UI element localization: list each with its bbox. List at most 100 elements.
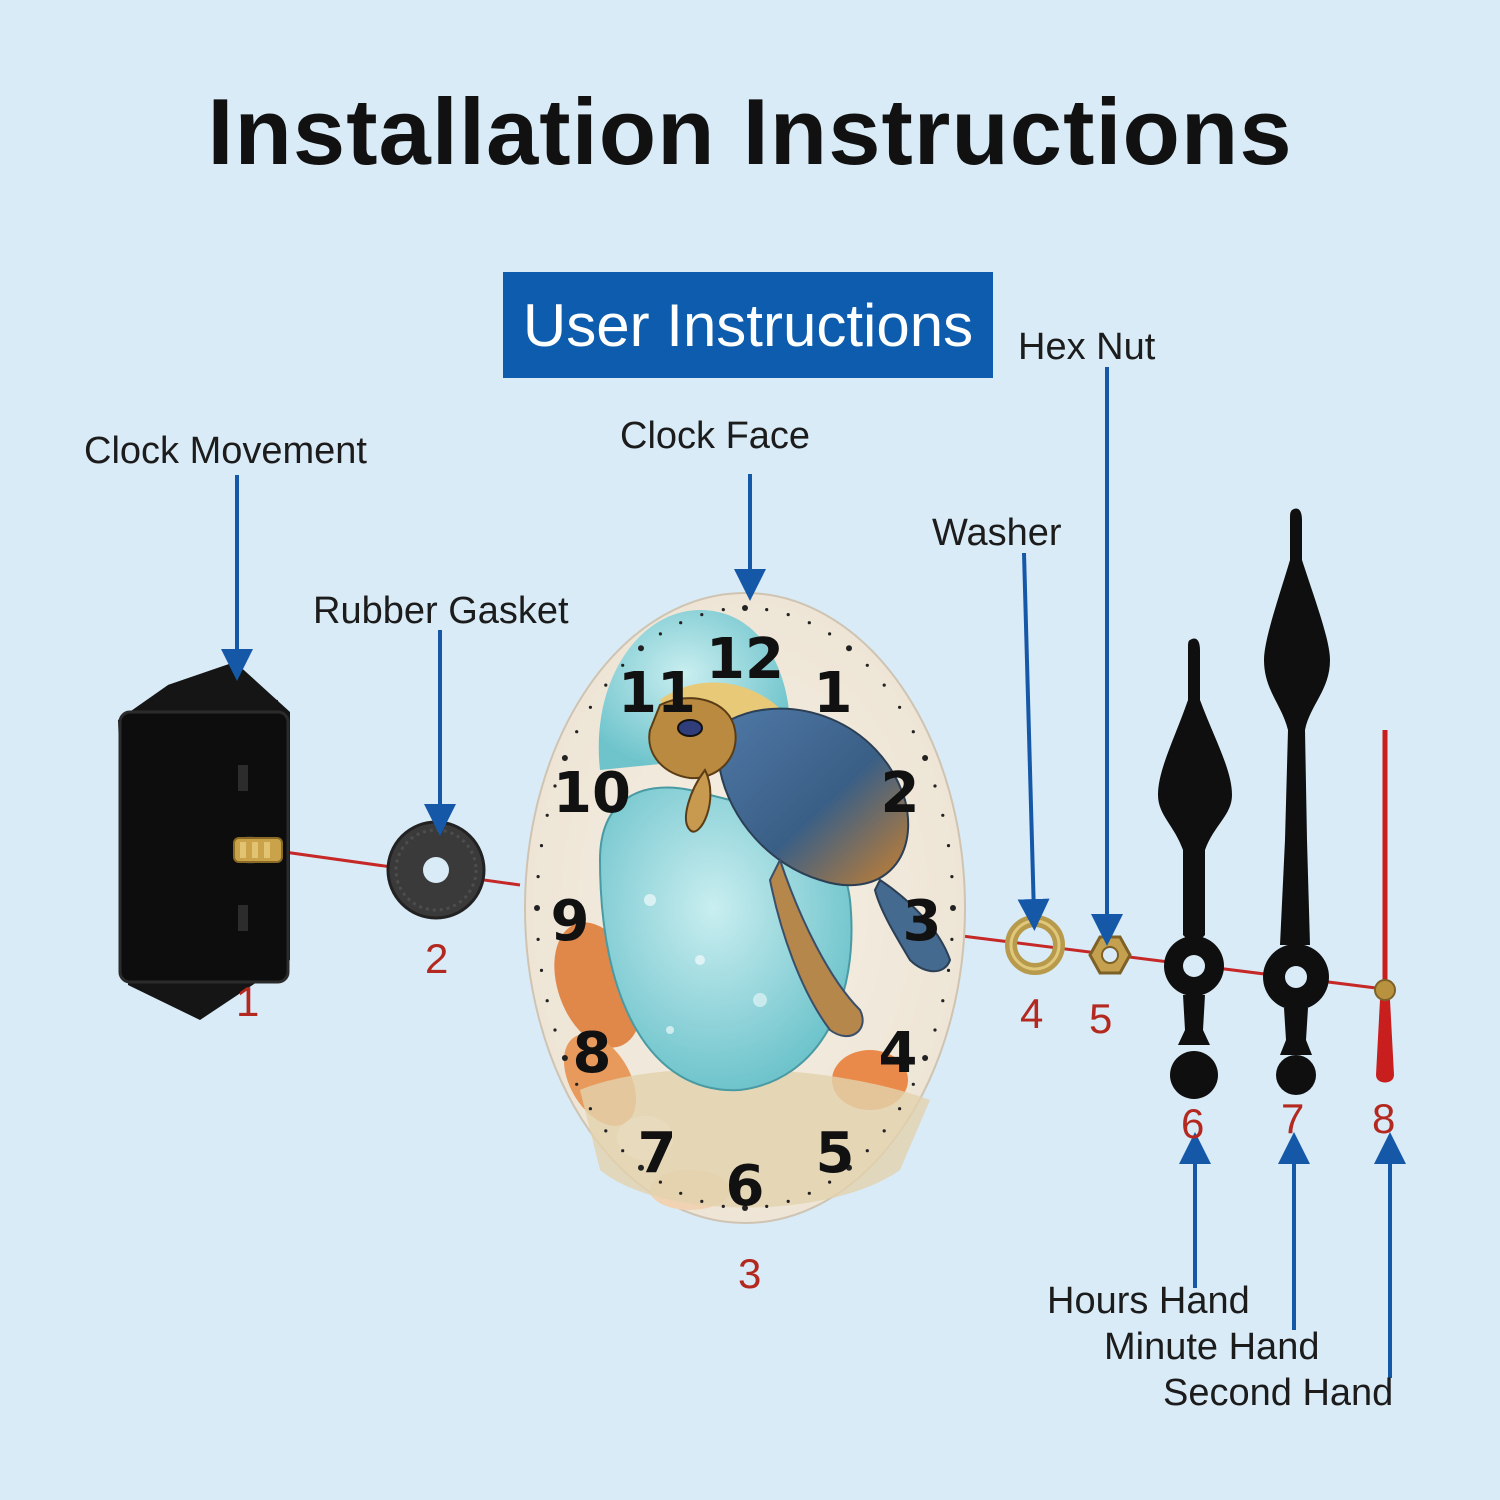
dial-tick <box>807 621 811 625</box>
dial-tick <box>539 844 544 848</box>
dial-numeral-7: 7 <box>638 1121 677 1186</box>
dial-numeral-10: 10 <box>553 761 631 826</box>
dial-tick <box>828 1180 832 1184</box>
dial-tick <box>950 905 956 911</box>
dial-tick <box>588 705 593 709</box>
dial-tick <box>638 645 644 652</box>
dial-tick <box>742 605 748 611</box>
part-number-3: 3 <box>738 1250 762 1297</box>
clock-face-label: Clock Face <box>620 415 811 457</box>
dial-tick <box>721 1204 725 1208</box>
hours-hand-label: Hours Hand <box>1047 1280 1250 1322</box>
dial-tick <box>865 1149 869 1153</box>
dial-tick <box>828 632 832 636</box>
dial-tick <box>545 813 549 817</box>
user-instructions-banner: User Instructions <box>503 272 993 378</box>
dial-tick <box>865 663 869 667</box>
part-number-4: 4 <box>1020 990 1044 1037</box>
dial-tick <box>765 608 769 612</box>
dial-tick <box>700 1199 704 1203</box>
part-number-2: 2 <box>425 935 449 982</box>
dial-tick <box>933 1028 937 1032</box>
clock-movement-part <box>118 662 290 1020</box>
minute-hand-label: Minute Hand <box>1104 1326 1320 1368</box>
dial-tick <box>941 813 945 817</box>
dial-tick <box>561 1055 568 1061</box>
rubber-gasket-label: Rubber Gasket <box>313 590 569 632</box>
part-number-7: 7 <box>1281 1095 1305 1142</box>
dial-tick <box>807 1191 811 1195</box>
dial-numeral-5: 5 <box>816 1121 855 1186</box>
dial-tick <box>621 1149 625 1153</box>
dial-tick <box>658 632 663 636</box>
dial-tick <box>786 1199 790 1203</box>
dial-tick <box>575 730 579 734</box>
dial-ticks <box>534 605 956 1211</box>
label-arrows <box>221 367 1406 1378</box>
dial-numeral-1: 1 <box>814 661 853 726</box>
dial-tick <box>933 784 937 788</box>
dial-tick <box>846 1164 852 1171</box>
clock-movement-label: Clock Movement <box>84 430 367 472</box>
washer-label: Washer <box>932 512 1062 554</box>
dial-numeral-12: 12 <box>706 627 784 692</box>
dial-tick <box>946 844 951 848</box>
dial-tick <box>679 1191 683 1195</box>
dial-tick <box>561 755 568 761</box>
dial-tick <box>604 1129 608 1133</box>
dial-tick <box>536 875 540 879</box>
dial-numeral-3: 3 <box>903 889 942 954</box>
hours-hand-part <box>1158 638 1232 1099</box>
dial-tick <box>941 999 945 1003</box>
dial-tick <box>911 730 915 734</box>
dial-numeral-9: 9 <box>551 889 590 954</box>
dial-tick <box>658 1180 663 1184</box>
dial-tick <box>553 784 557 788</box>
dial-tick <box>545 999 549 1003</box>
minute-hand-part <box>1263 508 1330 1095</box>
part-number-5: 5 <box>1089 995 1113 1042</box>
part-number-6: 6 <box>1181 1100 1205 1147</box>
dial-tick <box>679 621 683 625</box>
dial-tick <box>922 1055 929 1061</box>
dial-tick <box>534 905 540 911</box>
dial-tick <box>882 1129 886 1133</box>
dial-numeral-8: 8 <box>573 1021 612 1086</box>
rubber-gasket-part <box>386 820 486 920</box>
dial-tick <box>700 613 704 617</box>
dial-tick <box>721 608 725 612</box>
dial-tick <box>536 937 540 942</box>
dial-tick <box>898 1107 902 1111</box>
dial-tick <box>950 937 954 942</box>
dial-tick <box>786 613 790 617</box>
dial-tick <box>882 683 886 687</box>
dial-tick <box>575 1082 579 1086</box>
page-title: Installation Instructions <box>207 79 1293 184</box>
dial-tick <box>898 705 902 709</box>
clock-face-part: 12 1 2 3 4 5 6 7 8 9 10 11 <box>524 592 966 1224</box>
dial-tick <box>950 875 954 879</box>
hex-nut-part <box>1088 935 1132 975</box>
dial-tick <box>604 683 608 687</box>
part-number-8: 8 <box>1372 1095 1396 1142</box>
dial-numeral-2: 2 <box>881 761 920 826</box>
dial-tick <box>742 1205 748 1211</box>
hex-nut-label: Hex Nut <box>1018 326 1156 368</box>
dial-tick <box>922 755 929 761</box>
second-hand-label: Second Hand <box>1163 1372 1394 1414</box>
dial-tick <box>846 645 852 652</box>
part-number-1: 1 <box>236 978 260 1025</box>
dial-tick <box>621 663 625 667</box>
dial-numeral-6: 6 <box>726 1154 765 1219</box>
dial-tick <box>946 968 951 973</box>
dial-tick <box>911 1082 915 1086</box>
dial-numeral-4: 4 <box>879 1021 918 1086</box>
dial-tick <box>553 1028 557 1032</box>
dial-tick <box>588 1107 593 1111</box>
second-hand-part <box>1374 730 1396 1083</box>
dial-tick <box>539 968 544 973</box>
dial-tick <box>638 1164 644 1171</box>
dial-numeral-11: 11 <box>618 661 696 726</box>
